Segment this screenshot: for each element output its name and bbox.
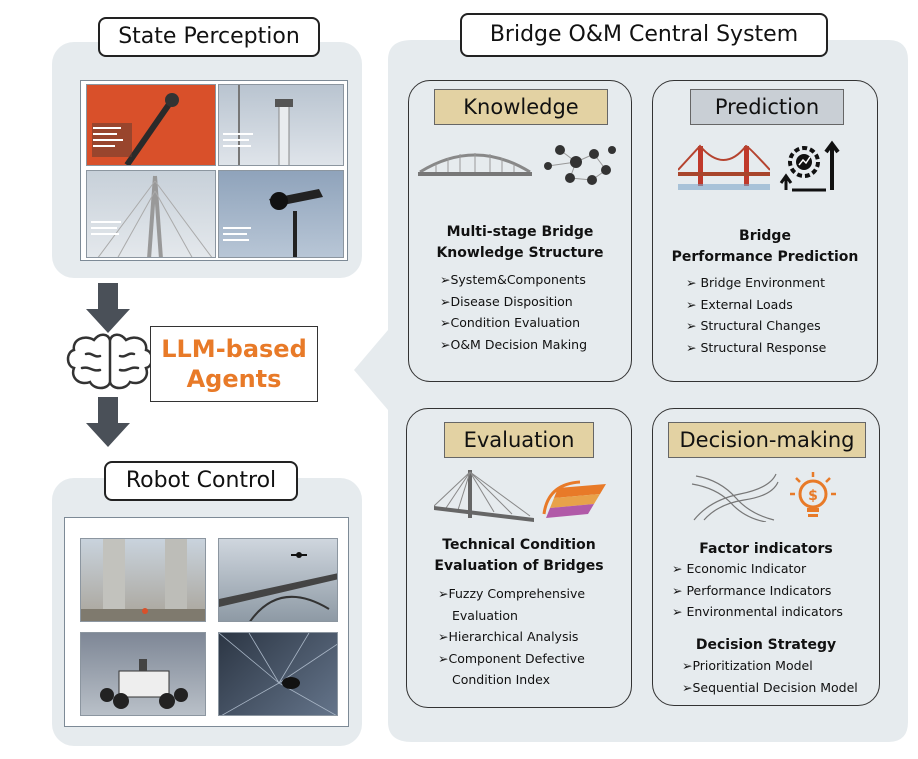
evaluation-list: ➢Fuzzy Comprehensive Evaluation ➢Hierarc… <box>438 583 585 691</box>
prediction-list: ➢ Bridge Environment ➢ External Loads ➢ … <box>686 272 826 358</box>
cable-bridge-icon <box>434 470 534 522</box>
list-item: ➢ External Loads <box>686 296 793 312</box>
crossroads-icon <box>691 473 779 522</box>
prediction-card <box>652 80 878 382</box>
sensor-photo-tower <box>86 170 216 258</box>
robot-photo-piers <box>80 538 206 622</box>
decision-tag: Decision-making <box>668 422 866 458</box>
list-item: Condition Index <box>452 672 551 687</box>
list-item: ➢ Structural Response <box>686 339 827 355</box>
knowledge-heading-line1: Multi-stage Bridge <box>446 224 594 240</box>
gear-growth-icon <box>779 140 840 192</box>
suspension-bridge-icon <box>678 144 770 190</box>
knowledge-tag: Knowledge <box>434 89 608 125</box>
robot-photo-rover <box>80 632 206 716</box>
list-item: ➢ Bridge Environment <box>686 275 825 290</box>
list-item: ➢Component Defective <box>438 650 585 666</box>
list-item: ➢ Performance Indicators <box>672 582 832 598</box>
list-item: ➢Hierarchical Analysis <box>438 629 579 644</box>
prediction-tag: Prediction <box>690 89 844 125</box>
sensor-photo-anemometer <box>218 170 344 258</box>
decision-strategy-heading: Decision Strategy <box>695 637 837 653</box>
list-item: ➢Sequential Decision Model <box>682 679 858 695</box>
list-item: ➢Prioritization Model <box>682 658 813 673</box>
prediction-heading-line1: Bridge <box>739 228 791 244</box>
evaluation-heading-line2: Evaluation of Bridges <box>434 558 604 574</box>
sensor-photo-crane <box>86 84 216 166</box>
evaluation-heading: Technical Condition Evaluation of Bridge… <box>408 535 630 577</box>
robot-photo-drone-bridge <box>218 538 338 622</box>
money-bulb-icon: $ <box>790 472 836 517</box>
list-item: ➢Condition Evaluation <box>440 315 581 330</box>
factor-indicators-heading: Factor indicators <box>699 541 833 557</box>
down-arrow-icon <box>86 397 130 447</box>
down-arrow-icon <box>86 283 130 333</box>
robot-control-title: Robot Control <box>104 461 298 501</box>
list-item: ➢ Economic Indicator <box>672 561 807 576</box>
prediction-heading-line2: Performance Prediction <box>671 249 859 265</box>
condition-scale-icon <box>542 480 606 518</box>
central-system-title: Bridge O&M Central System <box>460 13 828 57</box>
decision-strategy-list: ➢Prioritization Model ➢Sequential Decisi… <box>682 655 858 698</box>
list-item: ➢Disease Disposition <box>440 293 573 309</box>
list-item: ➢Fuzzy Comprehensive <box>438 586 586 601</box>
prediction-heading: Bridge Performance Prediction <box>654 226 876 268</box>
evaluation-tag: Evaluation <box>444 422 594 458</box>
knowledge-heading-line2: Knowledge Structure <box>436 245 604 261</box>
llm-label-line1: LLM-based <box>161 335 307 363</box>
knowledge-list: ➢System&Components ➢Disease Disposition … <box>440 269 587 355</box>
brain-icon <box>66 333 154 390</box>
knowledge-card <box>408 80 632 382</box>
robot-photo-tunnel <box>218 632 338 716</box>
llm-agents-box: LLM-based Agents <box>150 326 318 402</box>
arch-bridge-icon <box>418 153 532 176</box>
factor-indicators-list: ➢ Economic Indicator ➢ Performance Indic… <box>672 558 843 623</box>
evaluation-heading-line1: Technical Condition <box>442 537 596 553</box>
list-item: ➢System&Components <box>440 272 586 287</box>
list-item: Evaluation <box>452 607 518 623</box>
llm-label-line2: Agents <box>186 365 282 393</box>
evaluation-card <box>406 408 632 708</box>
state-perception-title: State Perception <box>98 17 320 57</box>
knowledge-graph-icon <box>544 145 616 185</box>
sensor-photo-pole <box>218 84 344 166</box>
svg-text:$: $ <box>808 488 818 504</box>
knowledge-heading: Multi-stage Bridge Knowledge Structure <box>410 222 630 264</box>
list-item: ➢ Environmental indicators <box>672 604 843 619</box>
list-item: ➢ Structural Changes <box>686 318 821 333</box>
list-item: ➢O&M Decision Making <box>440 336 588 352</box>
